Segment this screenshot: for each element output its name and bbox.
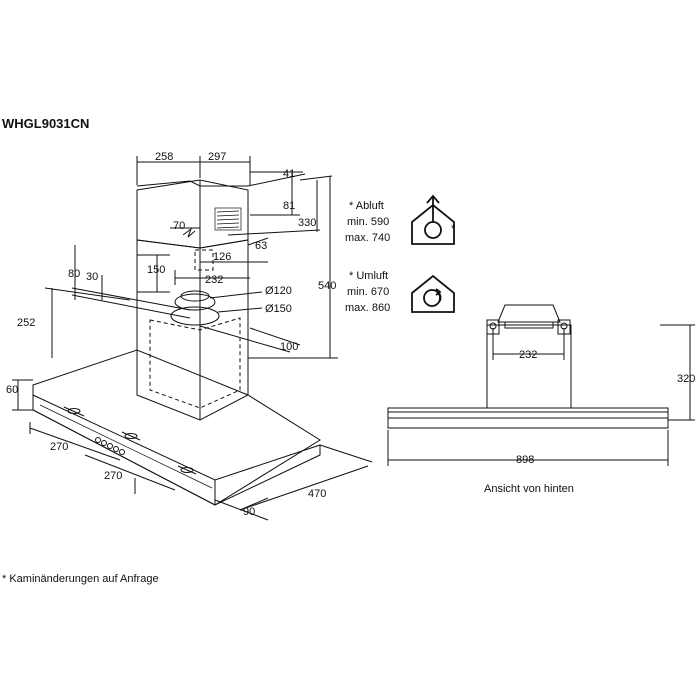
- dim-30: 30: [86, 271, 98, 283]
- dim-d150: Ø150: [265, 303, 292, 315]
- rear-view-caption: Ansicht von hinten: [484, 483, 574, 495]
- perspective-view: [32, 179, 321, 506]
- dim-41: 41: [283, 168, 295, 180]
- dim-252: 252: [17, 317, 35, 329]
- dim-470: 470: [308, 488, 326, 500]
- dim-232: 232: [205, 274, 223, 286]
- vent-grill: [214, 207, 242, 231]
- rear-view: [387, 304, 669, 429]
- dim-70: 70: [173, 220, 185, 232]
- dim-126: 126: [213, 251, 231, 263]
- dim-270-b: 270: [104, 470, 122, 482]
- dim-100: 100: [280, 341, 298, 353]
- svg-text:*: *: [451, 223, 456, 235]
- dimension-labels: 258 297 41 81 330 70 63 126 232 150 80 3…: [6, 151, 336, 518]
- control-buttons: [95, 437, 125, 455]
- dim-60: 60: [6, 384, 18, 396]
- dim-63: 63: [255, 240, 267, 252]
- model-title: WHGL9031CN: [2, 116, 89, 131]
- dim-297: 297: [208, 151, 226, 163]
- dim-258: 258: [155, 151, 173, 163]
- umluft-label: * Umluft: [349, 270, 388, 282]
- abluft-label: * Abluft: [349, 200, 384, 212]
- dim-81: 81: [283, 200, 295, 212]
- footnote: * Kaminänderungen auf Anfrage: [2, 573, 159, 585]
- dim-270-a: 270: [50, 441, 68, 453]
- rear-dim-898: 898: [516, 454, 534, 466]
- exhaust-mode-icon: *: [411, 194, 456, 245]
- dim-540: 540: [318, 280, 336, 292]
- abluft-min: min. 590: [347, 216, 389, 228]
- rear-dim-320: 320: [677, 373, 695, 385]
- abluft-max: max. 740: [345, 232, 390, 244]
- dim-90: 90: [243, 506, 255, 518]
- filter-handles: [63, 406, 197, 475]
- umluft-min: min. 670: [347, 286, 389, 298]
- umluft-note: * Umluft min. 670 max. 860: [345, 270, 390, 314]
- dim-80: 80: [68, 268, 80, 280]
- rear-dimension-lines: [387, 324, 695, 466]
- dim-330: 330: [298, 217, 316, 229]
- abluft-note: * Abluft min. 590 max. 740: [345, 200, 390, 244]
- upper-chimney: [136, 179, 249, 249]
- dim-150: 150: [147, 264, 165, 276]
- dimension-lines: [12, 156, 373, 521]
- rear-dim-232: 232: [519, 349, 537, 361]
- hood-canopy: [32, 349, 321, 506]
- outlet-collar: [174, 293, 216, 311]
- recirculation-mode-icon: [411, 274, 455, 313]
- dim-d120: Ø120: [265, 285, 292, 297]
- umluft-max: max. 860: [345, 302, 390, 314]
